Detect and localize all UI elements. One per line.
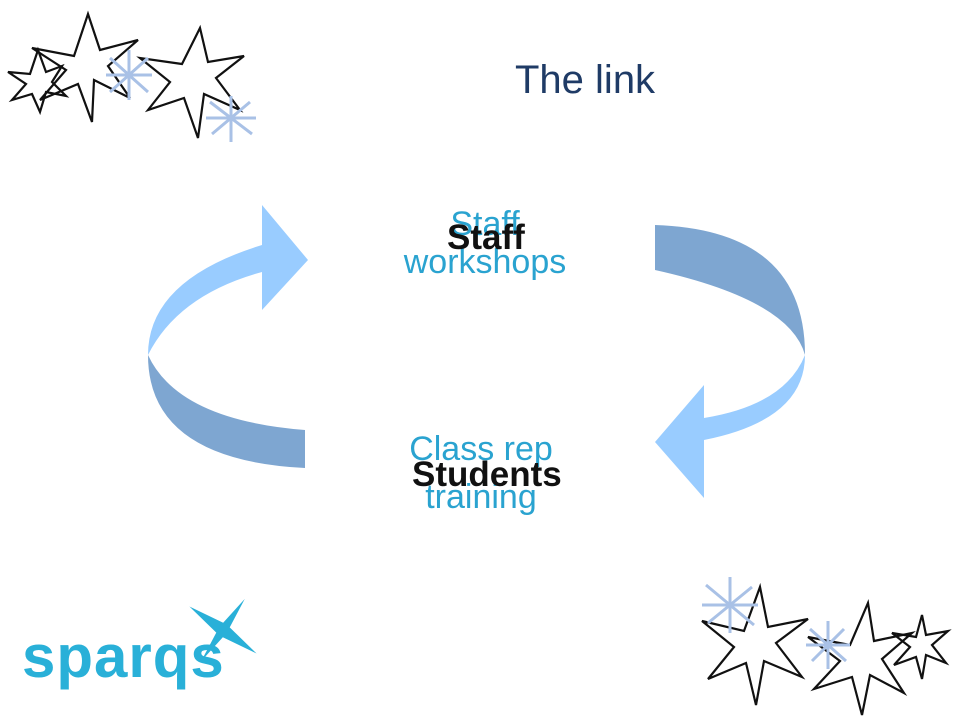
- right-arrow-upper: [655, 225, 805, 355]
- bottom-blue-label: Class rep training: [376, 430, 586, 516]
- star-outline-5: [807, 599, 916, 716]
- right-arrow-lower: [655, 355, 805, 498]
- sparkle-light-1: [106, 50, 152, 100]
- star-cluster-bottom-right: [701, 577, 952, 716]
- sparqs-logo-text: sparqs: [22, 623, 225, 690]
- star-outline-6: [891, 614, 952, 680]
- sparkle-icon: [189, 598, 257, 662]
- sparkle-light-3: [702, 577, 758, 633]
- top-blue-line-1: Staff: [450, 205, 520, 243]
- star-outline-4: [701, 582, 809, 706]
- star-outline-2: [136, 24, 245, 139]
- star-outline-1: [31, 10, 139, 123]
- left-arrow-upper: [148, 205, 308, 355]
- top-blue-line-2: workshops: [403, 243, 567, 281]
- left-arrow-lower: [148, 355, 305, 468]
- top-blue-label: Staff workshops: [380, 205, 590, 281]
- sparkle-light-2: [206, 96, 256, 142]
- star-outline-3: [7, 46, 70, 116]
- sparkle-light-4: [806, 621, 850, 669]
- star-cluster-top-left: [7, 10, 256, 142]
- bottom-blue-line-1: Class rep: [409, 430, 553, 468]
- bottom-blue-line-2: training: [425, 478, 537, 516]
- top-bold-label: Staff: [447, 218, 525, 257]
- slide-title: The link: [515, 58, 656, 102]
- bottom-bold-label: Students: [412, 455, 562, 494]
